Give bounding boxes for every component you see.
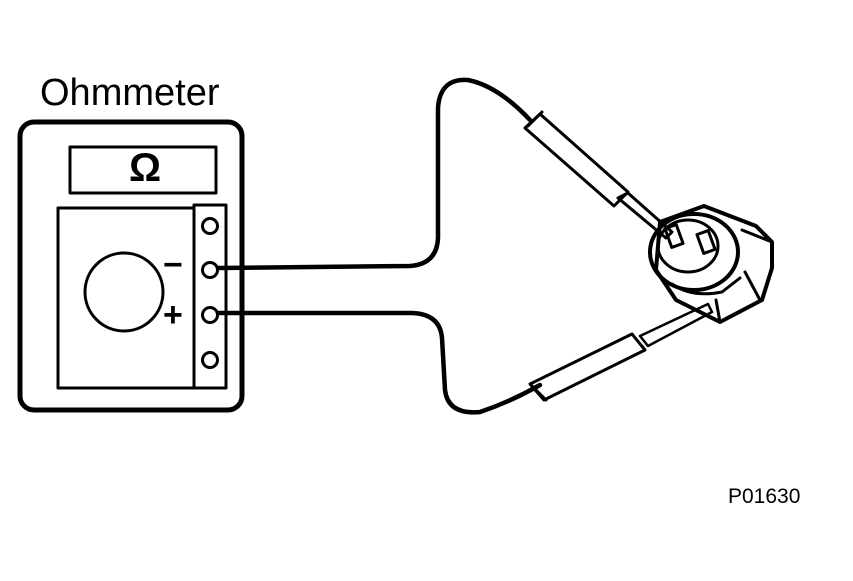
- terminal-jack-1: [201, 217, 219, 235]
- terminal-strip: [192, 203, 228, 390]
- sensor-connector-icon: [648, 204, 774, 324]
- sensor-housing: [654, 204, 774, 324]
- terminal-jack-4: [201, 351, 219, 369]
- probe-lower-handle: [528, 332, 647, 402]
- probe-upper-tip: [616, 191, 674, 240]
- negative-terminal-label: −: [163, 246, 183, 284]
- test-probe-icon: [528, 302, 714, 402]
- ohm-symbol: Ω: [128, 146, 162, 190]
- test-probe-icon: [523, 110, 674, 240]
- terminal-jack-negative: [201, 261, 219, 279]
- test-lead-negative: [215, 77, 533, 271]
- positive-terminal-label: +: [163, 296, 183, 334]
- sensor-pin-2: [695, 229, 717, 255]
- range-dial: [83, 251, 165, 333]
- probe-lower-tip: [638, 302, 714, 348]
- sensor-connector-ring-inner: [656, 218, 720, 274]
- sensor-hex-side: [714, 228, 774, 324]
- sensor-base: [670, 276, 742, 296]
- terminal-jack-positive: [201, 306, 219, 324]
- sensor-pin-1: [663, 223, 685, 249]
- sensor-connector-ring-outer: [648, 212, 740, 292]
- meter-display: [68, 145, 218, 195]
- figure-code: P01630: [728, 485, 801, 508]
- probe-upper-handle: [523, 112, 630, 208]
- test-lead-positive: [215, 310, 543, 415]
- diagram-title: Ohmmeter: [40, 72, 220, 114]
